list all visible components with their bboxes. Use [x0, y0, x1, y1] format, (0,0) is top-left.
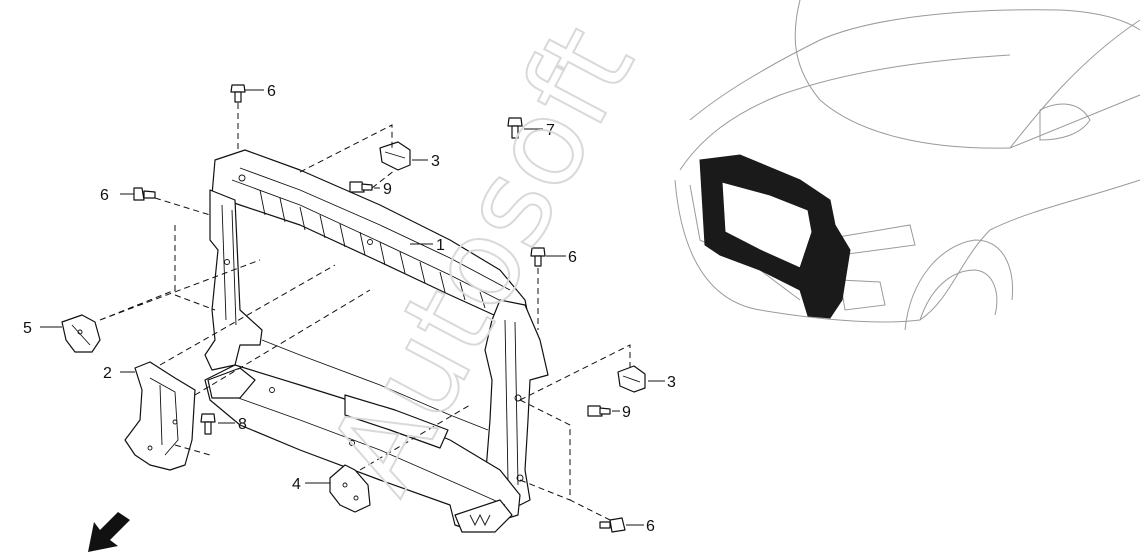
bolt-6-top [230, 84, 246, 103]
highlighted-radiator-support [699, 154, 851, 319]
left-side-bracket [61, 314, 101, 353]
callout-2: 2 [103, 365, 112, 382]
callout-5: 5 [23, 320, 32, 337]
assembly-guide-lines [99, 103, 631, 521]
watermark: Autosoft [302, 4, 662, 514]
callout-6-top: 6 [267, 83, 276, 100]
upper-clip-bracket [379, 141, 411, 171]
callout-7: 7 [546, 122, 555, 139]
callout-labels: 1 2 3 3 4 5 6 6 6 6 7 8 9 9 [23, 83, 676, 535]
callout-9-upper: 9 [383, 181, 392, 198]
left-lower-bracket [124, 361, 196, 471]
leader-lines [40, 89, 665, 526]
callout-6-mid: 6 [568, 249, 577, 266]
bolt-8 [200, 413, 216, 435]
callout-3-right: 3 [667, 374, 676, 391]
car-locator-view [674, 0, 1141, 331]
front-direction-arrow-icon [88, 512, 130, 552]
radiator-support-frame [204, 149, 549, 533]
right-clip-bracket [617, 365, 646, 393]
nut-9-right [587, 405, 611, 417]
lower-center-bracket [329, 464, 371, 513]
bolt-6-mid [530, 247, 546, 267]
watermark-text: Autosoft [303, 5, 661, 513]
bolt-6-left [133, 187, 156, 201]
callout-6-bottom: 6 [646, 518, 655, 535]
nut-9-upper [349, 181, 373, 193]
callout-8: 8 [238, 416, 247, 433]
callout-6-left: 6 [100, 187, 109, 204]
bolt-6-bottom [599, 517, 626, 533]
callout-4: 4 [292, 476, 301, 493]
callout-9-right: 9 [622, 404, 631, 421]
bolt-7 [507, 117, 523, 139]
callout-3-upper: 3 [431, 153, 440, 170]
callout-1: 1 [436, 237, 445, 254]
